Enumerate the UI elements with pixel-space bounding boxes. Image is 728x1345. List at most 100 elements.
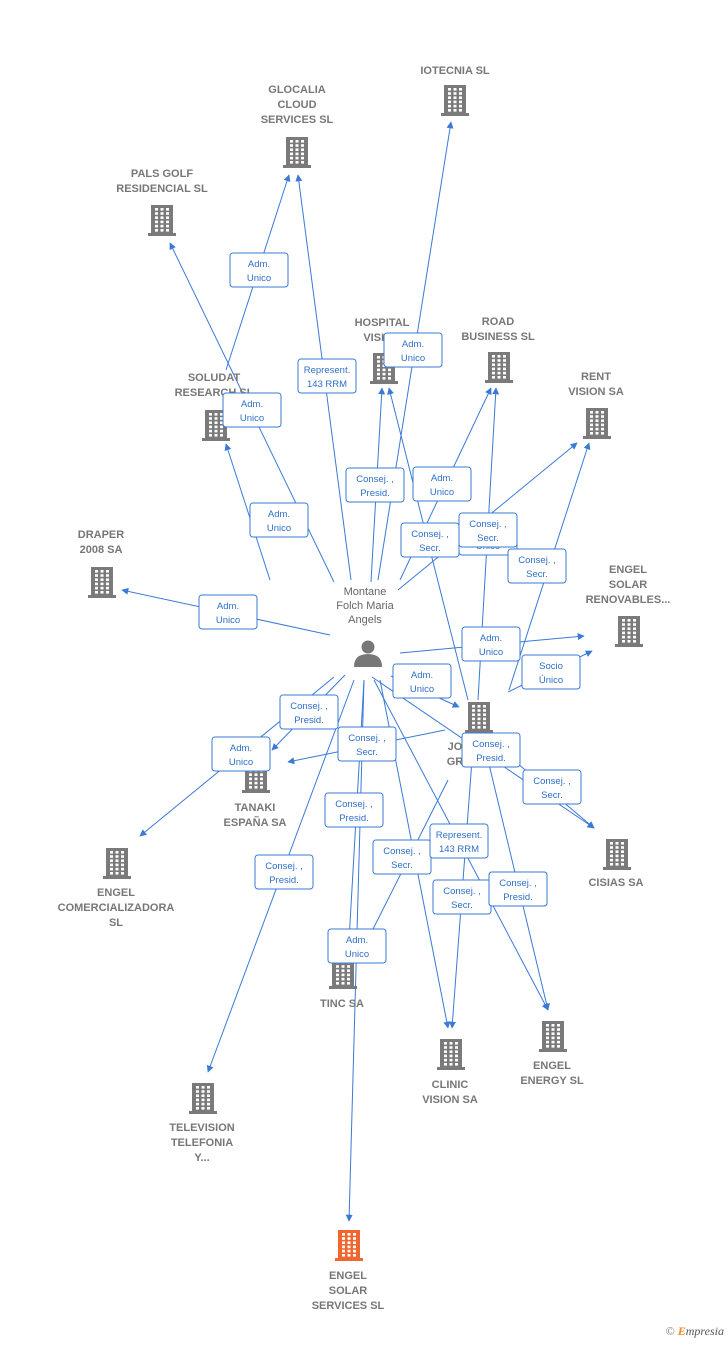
company-label-cisias[interactable]: CISIAS SA (588, 877, 643, 889)
company-building-icon[interactable] (465, 702, 493, 733)
relation-label[interactable]: Adm.Unico (327, 928, 387, 964)
company-building-icon[interactable] (583, 408, 611, 439)
svg-text:Secr.: Secr. (356, 747, 378, 758)
svg-text:Adm.: Adm. (230, 743, 252, 754)
relation-edge-soludat (224, 443, 271, 581)
svg-text:Secr.: Secr. (451, 900, 473, 911)
relation-label[interactable]: Adm.Unico (198, 594, 258, 630)
relation-label[interactable]: Consej. ,Presid. (324, 792, 384, 828)
svg-text:Unico: Unico (401, 353, 425, 364)
svg-text:Unico: Unico (479, 647, 503, 658)
relation-label[interactable]: Adm.Unico (461, 626, 521, 662)
relation-label[interactable]: Adm.Unico (249, 502, 309, 538)
company-building-icon[interactable] (283, 137, 311, 168)
company-building-icon[interactable] (103, 848, 131, 879)
company-building-icon[interactable] (603, 839, 631, 870)
company-building-icon[interactable] (202, 410, 230, 441)
relation-label[interactable]: Consej. ,Presid. (254, 854, 314, 890)
svg-text:Consej. ,: Consej. , (518, 555, 556, 566)
relation-label[interactable]: Consej. ,Presid. (488, 871, 548, 907)
svg-text:143 RRM: 143 RRM (439, 844, 479, 855)
svg-text:Adm.: Adm. (411, 670, 433, 681)
company-building-icon[interactable] (189, 1083, 217, 1114)
relation-label[interactable]: Adm. Unico (222, 392, 282, 428)
svg-text:Unico: Unico (247, 273, 271, 284)
relation-label[interactable]: Adm. Unico (412, 466, 472, 502)
company-building-icon[interactable] (148, 205, 176, 236)
svg-text:Consej. ,: Consej. , (469, 519, 507, 530)
svg-text:Consej. ,: Consej. , (265, 861, 303, 872)
svg-text:Unico: Unico (410, 684, 434, 695)
relation-label[interactable]: Adm. Unico (392, 663, 452, 699)
svg-text:Adm.: Adm. (248, 259, 270, 270)
relation-label[interactable]: Consej. ,Secr. (458, 512, 518, 548)
relation-label[interactable]: Consej. ,Presid. (279, 694, 339, 730)
svg-text:Secr.: Secr. (541, 790, 563, 801)
company-label-tinc[interactable]: TINC SA (320, 998, 364, 1010)
relation-label[interactable]: Adm. Unico (383, 332, 443, 368)
svg-text:Adm.: Adm. (268, 509, 290, 520)
svg-text:Consej. ,: Consej. , (533, 776, 571, 787)
svg-text:Consej. ,: Consej. , (348, 733, 386, 744)
company-building-icon[interactable] (615, 616, 643, 647)
svg-text:Consej. ,: Consej. , (383, 846, 421, 857)
svg-text:Presid.: Presid. (476, 753, 506, 764)
copyright-symbol: © (665, 1324, 675, 1338)
brand-initial: E (677, 1324, 686, 1338)
person-icon[interactable] (354, 640, 382, 668)
relation-label[interactable]: Consej. , Secr. (337, 726, 397, 762)
company-building-icon[interactable] (441, 85, 469, 116)
svg-text:Consej. ,: Consej. , (499, 878, 537, 889)
svg-text:Adm.: Adm. (217, 601, 239, 612)
svg-text:Represent.: Represent. (304, 365, 350, 376)
company-building-icon[interactable] (437, 1039, 465, 1070)
relation-label[interactable]: Adm. Unico (229, 252, 289, 288)
company-building-icon[interactable] (539, 1021, 567, 1052)
relation-label[interactable]: Consej. , Secr. (372, 839, 432, 875)
relation-label[interactable]: Represent.143 RRM (429, 823, 489, 859)
relation-label[interactable]: Adm.Unico (211, 736, 271, 772)
svg-text:Secr.: Secr. (391, 860, 413, 871)
relation-label[interactable]: Consej. ,Presid. (345, 467, 405, 503)
company-building-icon[interactable] (88, 567, 116, 598)
relation-label[interactable]: Consej. , Secr. (507, 548, 567, 584)
company-label-iotecnia[interactable]: IOTECNIA SL (420, 65, 490, 77)
svg-text:Adm.: Adm. (402, 339, 424, 350)
relation-label[interactable]: Represent.143 RRM (297, 358, 357, 394)
svg-text:Secr.: Secr. (419, 543, 441, 554)
relation-label[interactable]: Consej. , Secr. (400, 522, 460, 558)
svg-text:Socio: Socio (539, 661, 563, 672)
brand-name: mpresia (685, 1324, 724, 1338)
svg-text:Unico: Unico (240, 413, 264, 424)
company-building-icon[interactable] (335, 1230, 363, 1261)
svg-text:Consej. ,: Consej. , (290, 701, 328, 712)
company-building-icon[interactable] (329, 958, 357, 989)
svg-text:Adm.: Adm. (241, 399, 263, 410)
relation-label[interactable]: Consej. ,Secr. (432, 879, 492, 915)
svg-text:Unico: Unico (345, 949, 369, 960)
svg-text:Adm.: Adm. (431, 473, 453, 484)
svg-text:Consej. ,: Consej. , (411, 529, 449, 540)
relation-label[interactable]: Consej. , Secr. (522, 769, 582, 805)
company-building-icon[interactable] (485, 352, 513, 383)
empresia-logo: © Empresia (666, 1324, 724, 1339)
svg-text:Unico: Unico (430, 487, 454, 498)
svg-text:Secr.: Secr. (526, 569, 548, 580)
relation-label[interactable]: Consej. ,Presid. (461, 732, 521, 768)
